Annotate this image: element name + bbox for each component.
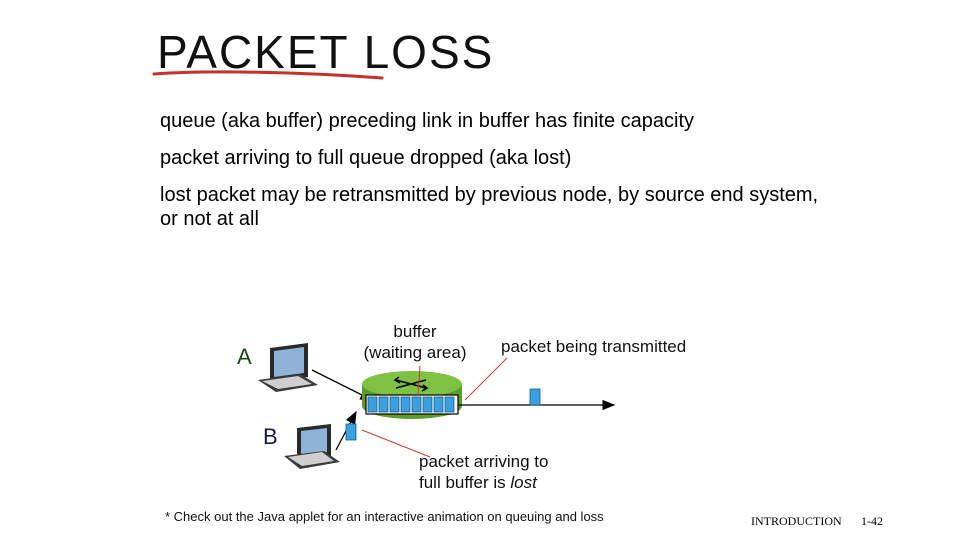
footer-section: INTRODUCTION [751,514,842,528]
footnote: * Check out the Java applet for an inter… [165,509,604,524]
buffer-label-line1: buffer [393,322,437,341]
host-b-label: B [263,424,278,449]
slide-title: PACKET LOSS [157,26,495,78]
page-number: 1-42 [861,514,883,528]
buffer-label-line2: (waiting area) [363,343,467,362]
transmitted-label: packet being transmitted [501,337,687,356]
title-underline [152,70,384,80]
buffer-queue [365,394,459,415]
buffer-label: buffer (waiting area) [355,321,475,363]
host-a-label: A [237,344,252,369]
bullet-1: queue (aka buffer) preceding link in buf… [160,110,695,132]
computer-b-icon [284,424,340,469]
computer-a-icon [258,343,318,392]
buffer-annotation-line [417,365,421,396]
lost-label-line2: full buffer is lost [419,472,548,493]
lost-annotation-line [361,429,431,458]
lost-label-prefix: full buffer is [419,473,511,492]
lost-label: packet arriving to full buffer is lost [419,451,548,493]
transmitted-packet [529,388,541,406]
bullet-3: lost packet may be retransmitted by prev… [160,184,819,230]
lost-label-italic: lost [510,473,537,492]
lost-packet [345,423,357,441]
transmitted-annotation-line [464,357,508,401]
bullet-2: packet arriving to full queue dropped (a… [160,147,572,169]
lost-label-line1: packet arriving to [419,452,549,471]
